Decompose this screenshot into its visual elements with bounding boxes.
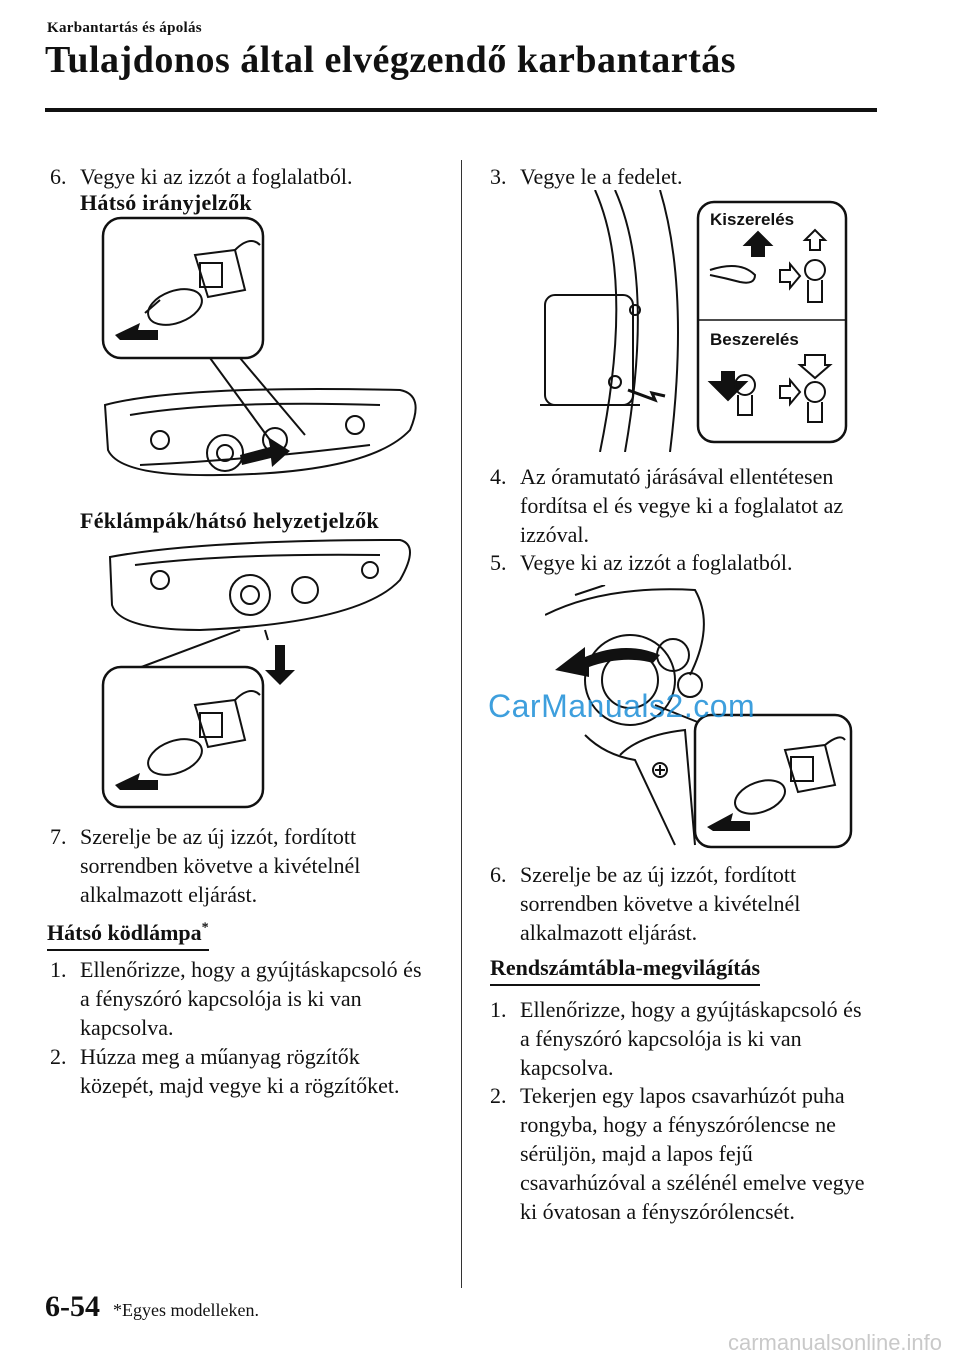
plate-step-2: 2. Tekerjen egy lapos csavarhúzót puha r… <box>490 1081 910 1231</box>
arrow-icon <box>707 813 750 831</box>
step-7-install-bulb: 7. Szerelje be az új izzót, fordított so… <box>50 822 450 912</box>
step-line: Tekerjen egy lapos csavarhúzót puha <box>520 1083 845 1108</box>
title-divider <box>45 108 877 112</box>
footnote-mark: * <box>201 920 209 936</box>
step-line: kapcsolva. <box>80 1015 174 1040</box>
fog-step-1: 1. Ellenőrizze, hogy a gyújtáskapcsoló é… <box>50 955 460 1045</box>
bulb-socket-drawing <box>147 690 261 776</box>
tail-lamp-drawing <box>108 538 411 632</box>
step-line: Húzza meg a műanyag rögzítők <box>80 1044 360 1069</box>
step-line: Ellenőrizze, hogy a gyújtáskapcsoló és <box>520 997 862 1022</box>
step-line: a fényszóró kapcsolója is ki van <box>80 986 362 1011</box>
step-line: közepét, majd vegye ki a rögzítőket. <box>80 1073 400 1098</box>
counterclockwise-arrow-icon <box>555 647 660 677</box>
heading-license-plate-lamp: Rendszámtábla-megvilágítás <box>490 955 761 986</box>
step-number: 2. <box>490 1083 507 1108</box>
turn-arrow-icon <box>240 437 290 467</box>
bulb-socket-drawing <box>144 240 261 326</box>
rear-turn-signal-figure <box>101 216 417 477</box>
panel-label-remove: Kiszerelés <box>710 210 794 229</box>
step-line: a fényszóró kapcsolója is ki van <box>520 1026 802 1051</box>
arrow-icon <box>115 773 158 790</box>
step-line: alkalmazott eljárást. <box>520 920 698 945</box>
step-number: 5. <box>490 550 507 575</box>
step-line: sérüljön, majd a lapos fejű <box>520 1141 753 1166</box>
step-line: sorrendben követve a kivételnél <box>520 891 801 916</box>
step-number: 1. <box>50 957 67 982</box>
step-line: sorrendben követve a kivételnél <box>80 853 361 878</box>
subheading-brake-lamps: Féklámpák/hátsó helyzetjelzők <box>80 508 379 533</box>
arrow-icon <box>115 323 158 340</box>
step-line: Ellenőrizze, hogy a gyújtáskapcsoló és <box>80 957 422 982</box>
step-line: rongyba, hogy a fényszórólencse ne <box>520 1112 836 1137</box>
cover-removal-figure: Kiszerelés Beszerelés <box>540 190 848 452</box>
step-6-remove-bulb: 6. Vegye ki az izzót a foglalatból. <box>50 162 450 192</box>
step-line: Szerelje be az új izzót, fordított <box>80 824 357 849</box>
step-text: Vegye ki az izzót a foglalatból. <box>80 164 353 189</box>
step-line: fordítsa el és vegye ki a foglalatot az <box>520 493 844 518</box>
step-line: alkalmazott eljárást. <box>80 882 258 907</box>
tail-lamp-drawing <box>103 388 417 477</box>
step-line: Az óramutató járásával ellentétesen <box>520 464 834 489</box>
step-6-install-bulb: 6. Szerelje be az új izzót, fordított so… <box>490 860 910 950</box>
bumper-drawing <box>540 190 679 452</box>
footnote: *Egyes modelleken. <box>113 1300 259 1320</box>
pull-arrow-icon <box>265 645 295 685</box>
plate-step-1: 1. Ellenőrizze, hogy a gyújtáskapcsoló é… <box>490 995 910 1085</box>
step-text: Vegye le a fedelet. <box>520 164 683 189</box>
step-number: 7. <box>50 824 67 849</box>
clip-remove-steps <box>709 228 828 303</box>
step-line: kapcsolva. <box>520 1055 614 1080</box>
page-title: Tulajdonos által elvégzendő karbantartás <box>45 39 737 81</box>
panel-label-install: Beszerelés <box>710 330 799 349</box>
step-line: Szerelje be az új izzót, fordított <box>520 862 797 887</box>
step-4-rotate-socket: 4. Az óramutató járásával ellentétesen f… <box>490 462 910 552</box>
heading-rear-fog-lamp: Hátsó ködlámpa* <box>47 920 209 951</box>
step-line: izzóval. <box>520 522 590 547</box>
step-number: 2. <box>50 1044 67 1069</box>
subheading-rear-turn-signals: Hátsó irányjelzők <box>80 190 252 215</box>
step-text: Vegye ki az izzót a foglalatból. <box>520 550 793 575</box>
socket-rotation-figure <box>545 585 853 849</box>
page-number: 6-54 <box>45 1290 100 1323</box>
step-3-remove-cover: 3. Vegye le a fedelet. <box>490 162 890 192</box>
heading-text: Hátsó ködlámpa <box>47 920 202 945</box>
step-line: ki óvatosan a fényszórólencsét. <box>520 1199 795 1224</box>
step-number: 6. <box>490 862 507 887</box>
step-line: csavarhúzóval a szélénél emelve vegye <box>520 1170 865 1195</box>
step-number: 6. <box>50 164 67 189</box>
footer-site: carmanualsonline.info <box>728 1330 943 1355</box>
section-label: Karbantartás és ápolás <box>47 20 202 36</box>
step-number: 1. <box>490 997 507 1022</box>
fog-step-2: 2. Húzza meg a műanyag rögzítők közepét,… <box>50 1042 460 1102</box>
bulb-socket-drawing <box>734 736 846 815</box>
watermark: CarManuals2.com <box>488 688 756 724</box>
brake-lamp-figure <box>101 538 411 809</box>
step-5-remove-bulb: 5. Vegye ki az izzót a foglalatból. <box>490 548 910 578</box>
column-divider <box>461 160 462 1288</box>
step-number: 3. <box>490 164 507 189</box>
clip-install-steps <box>707 354 833 423</box>
step-number: 4. <box>490 464 507 489</box>
